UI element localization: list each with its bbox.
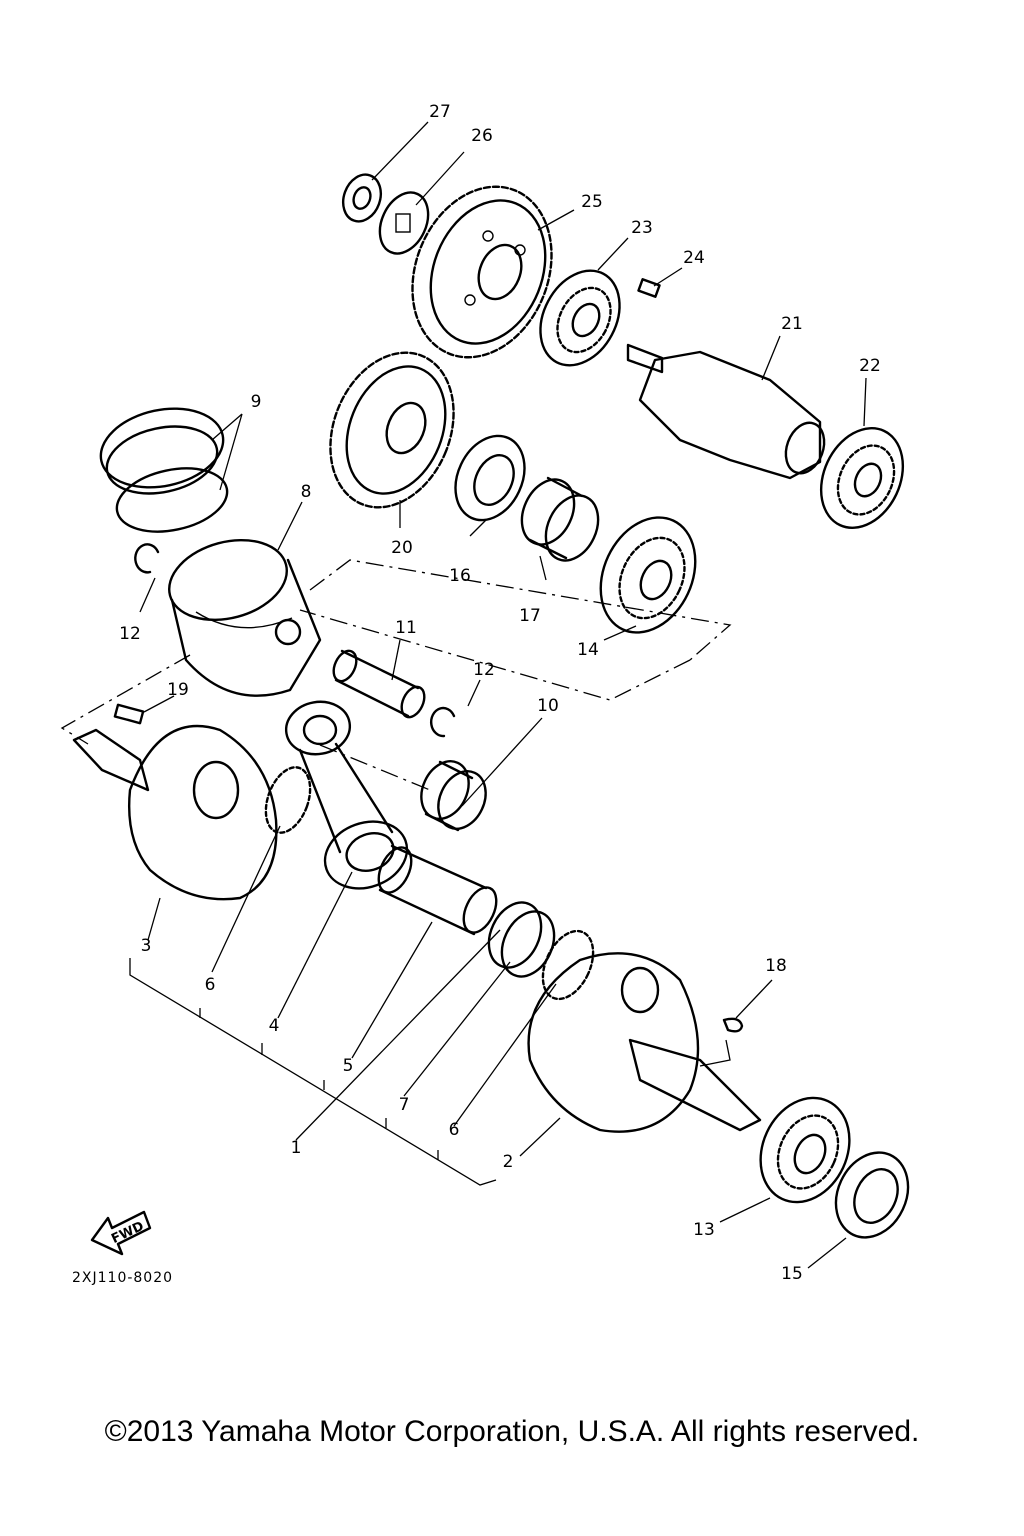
part-13-bearing bbox=[759, 1096, 851, 1204]
part-12-circlip-left bbox=[134, 543, 160, 574]
callout-18: 18 bbox=[765, 956, 787, 976]
callout-13: 13 bbox=[693, 1220, 715, 1240]
assembly-bracket bbox=[129, 958, 497, 1186]
callout-21: 21 bbox=[781, 314, 803, 334]
part-16-bearing bbox=[454, 434, 526, 522]
part-24-key bbox=[637, 278, 661, 298]
callout-22: 22 bbox=[859, 356, 881, 376]
callout-5: 5 bbox=[343, 1056, 354, 1076]
part-23-bearing bbox=[539, 269, 621, 367]
part-17-collar bbox=[520, 476, 600, 562]
part-19-key bbox=[113, 703, 145, 725]
callout-3: 3 bbox=[141, 936, 152, 956]
callout-27: 27 bbox=[429, 102, 451, 122]
exploded-parts-diagram: FWD 2XJ110-8020 1 2 3 4 5 6 6 7 8 9 10 1… bbox=[60, 102, 910, 1286]
callout-9: 9 bbox=[251, 392, 262, 412]
callout-7: 7 bbox=[399, 1095, 410, 1115]
part-4-connecting-rod bbox=[284, 700, 409, 890]
part-20-primary-drive-gear bbox=[329, 351, 455, 509]
part-22-bearing bbox=[819, 427, 905, 529]
part-8-piston bbox=[168, 538, 322, 697]
part-6-washer-left bbox=[264, 766, 312, 834]
copyright-notice: ©2013 Yamaha Motor Corporation, U.S.A. A… bbox=[104, 1415, 920, 1448]
part-27-nut bbox=[341, 173, 383, 223]
part-15-oil-seal bbox=[834, 1151, 910, 1239]
callout-6-left: 6 bbox=[205, 975, 216, 995]
part-9-piston-rings bbox=[99, 407, 229, 533]
part-3-crank-left bbox=[72, 724, 278, 901]
callout-12-left: 12 bbox=[119, 624, 141, 644]
callout-10: 10 bbox=[537, 696, 559, 716]
part-26-lock-washer bbox=[378, 191, 430, 255]
callout-11: 11 bbox=[395, 618, 417, 638]
callout-25: 25 bbox=[581, 192, 603, 212]
fwd-arrow: FWD bbox=[90, 1210, 152, 1256]
callout-19: 19 bbox=[167, 680, 189, 700]
part-12-circlip-right bbox=[430, 706, 456, 738]
callout-24: 24 bbox=[683, 248, 705, 268]
leader-lines bbox=[139, 121, 867, 1269]
callout-20: 20 bbox=[391, 538, 413, 558]
callout-1: 1 bbox=[291, 1138, 302, 1158]
callout-16: 16 bbox=[449, 566, 471, 586]
part-5-crank-pin bbox=[377, 844, 498, 936]
part-6-washer-right bbox=[541, 929, 595, 1001]
callout-6-right: 6 bbox=[449, 1120, 460, 1140]
callout-26: 26 bbox=[471, 126, 493, 146]
part-18-woodruff-key bbox=[722, 1017, 744, 1033]
part-11-piston-pin bbox=[332, 649, 426, 719]
callout-8: 8 bbox=[301, 482, 312, 502]
callout-17: 17 bbox=[519, 606, 541, 626]
callout-2: 2 bbox=[503, 1152, 514, 1172]
callout-15: 15 bbox=[781, 1264, 803, 1284]
part-25-balancer-gear bbox=[411, 185, 553, 359]
callout-14: 14 bbox=[577, 640, 599, 660]
fwd-label: FWD bbox=[109, 1219, 146, 1247]
part-2-crank-right bbox=[527, 952, 762, 1133]
part-21-balancer-shaft bbox=[626, 343, 826, 480]
callout-4: 4 bbox=[269, 1016, 280, 1036]
assembly-axis-lines bbox=[60, 559, 732, 791]
diagram-part-code: 2XJ110-8020 bbox=[72, 1270, 173, 1286]
callout-12-right: 12 bbox=[473, 660, 495, 680]
part-14-bearing bbox=[599, 516, 697, 634]
callout-23: 23 bbox=[631, 218, 653, 238]
callout-labels: 1 2 3 4 5 6 6 7 8 9 10 11 12 12 13 14 15… bbox=[119, 102, 881, 1284]
part-10-small-end-bearing bbox=[420, 760, 487, 832]
